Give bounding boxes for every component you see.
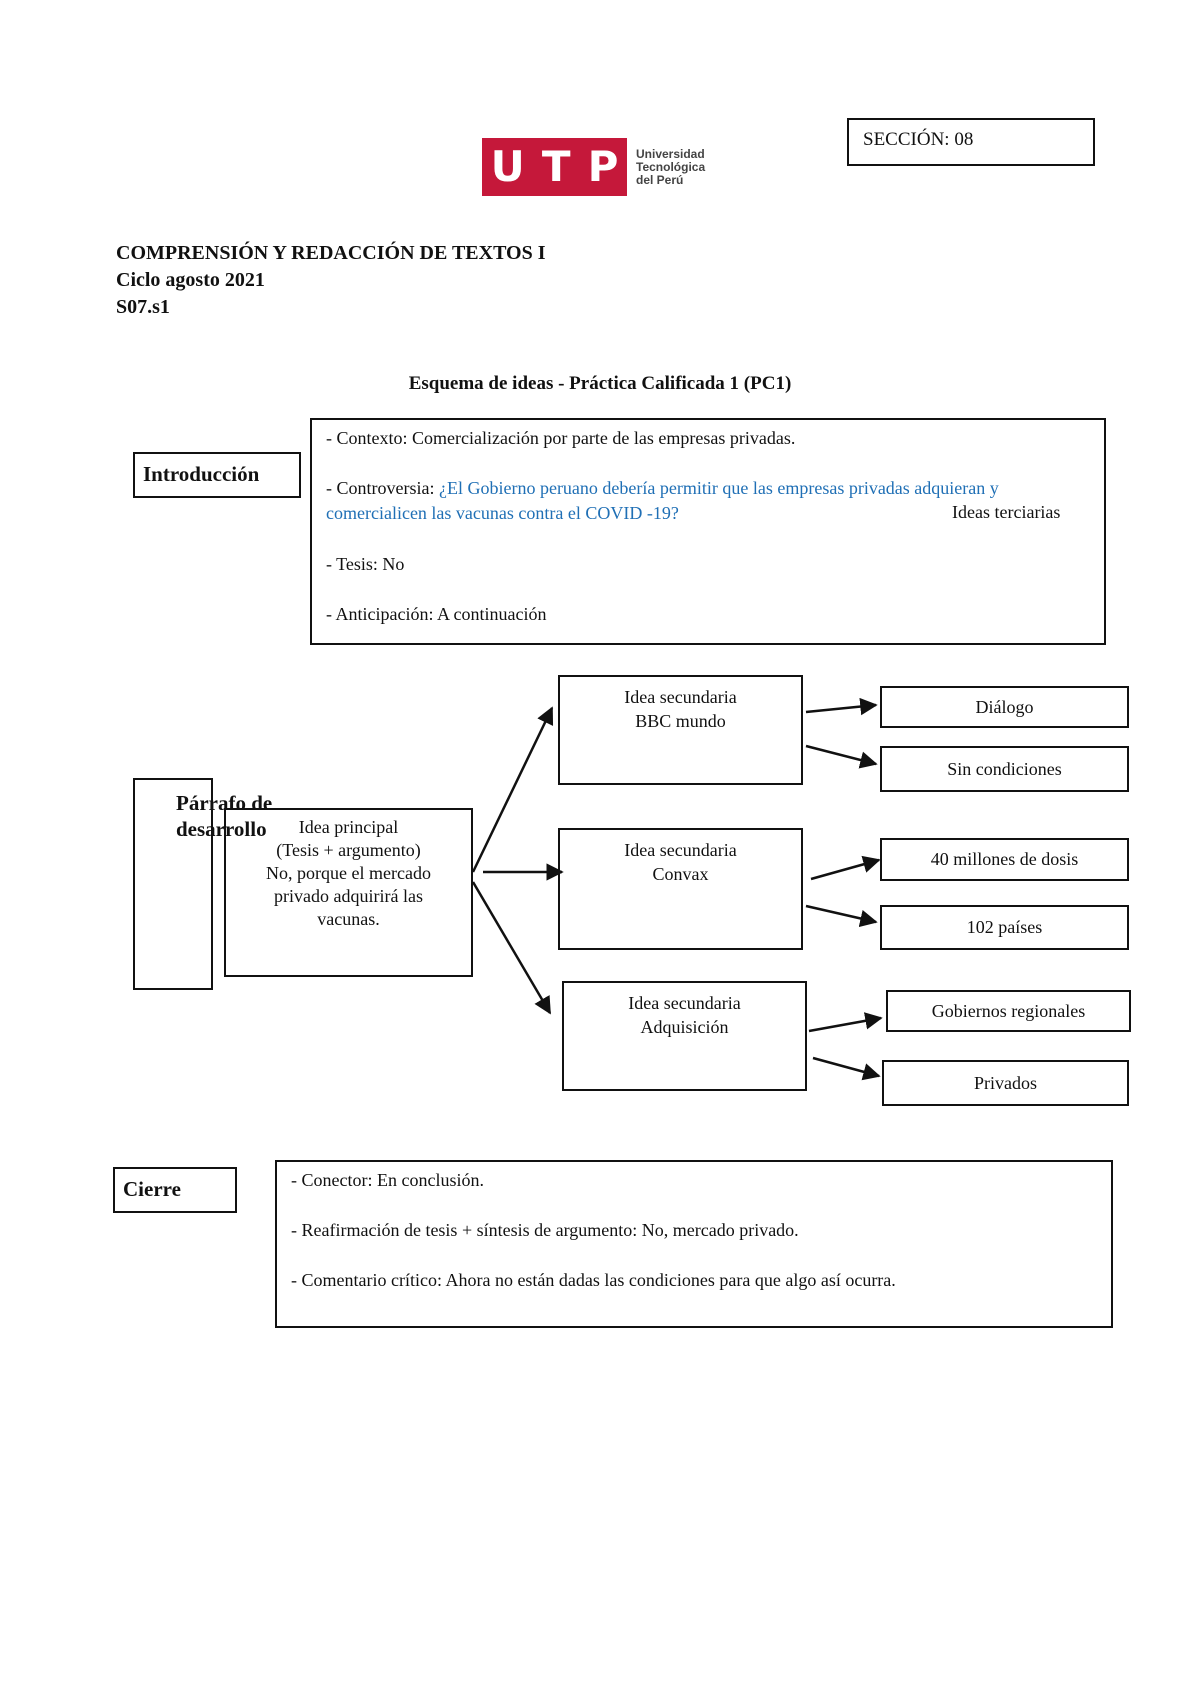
page-title: Esquema de ideas - Práctica Calificada 1… xyxy=(408,373,792,394)
secondary-idea-box: Idea secundaria Convax xyxy=(558,828,803,950)
secondary-idea-name: Adquisición xyxy=(640,1017,729,1037)
secondary-idea-box: Idea secundaria Adquisición xyxy=(562,981,807,1091)
arrow xyxy=(471,881,552,1015)
arrow xyxy=(471,706,554,873)
intro-label: Introducción xyxy=(143,462,260,486)
arrow xyxy=(805,744,878,769)
closing-critical: - Comentario crítico: Ahora no están dad… xyxy=(291,1270,896,1291)
tertiary-idea-label: 102 países xyxy=(966,917,1043,937)
secondary-idea-title: Idea secundaria xyxy=(624,687,737,707)
arrow xyxy=(808,1012,883,1033)
logo-letter-p: P xyxy=(587,142,619,191)
logo-wordmark: Universidad Tecnológica del Perú xyxy=(636,148,705,187)
main-idea-subtitle: (Tesis + argumento) xyxy=(276,840,421,860)
controversy-question: ¿El Gobierno peruano debería permitir qu… xyxy=(326,478,999,524)
intro-controversy: - Controversia: ¿El Gobierno peruano deb… xyxy=(326,476,1090,526)
tertiary-idea-label: 40 millones de dosis xyxy=(930,849,1079,869)
logo-mark: U T P xyxy=(482,138,627,196)
logo-letter-u: U xyxy=(490,142,525,191)
logo-text-line: del Perú xyxy=(636,173,684,187)
development-label: Párrafo de desarrollo xyxy=(176,791,273,841)
closing-label-box: Cierre xyxy=(113,1167,237,1213)
arrow xyxy=(805,697,878,716)
session-code: S07.s1 xyxy=(116,296,170,318)
intro-anticipation: - Anticipación: A continuación xyxy=(326,603,547,624)
main-idea-text: No, porque el mercado privado adquirirá … xyxy=(266,863,431,929)
logo-text-line: Tecnológica xyxy=(636,160,706,174)
tertiary-idea-box: Diálogo xyxy=(880,686,1129,728)
secondary-idea-box: Idea secundaria BBC mundo xyxy=(558,675,803,785)
secondary-idea-title: Idea secundaria xyxy=(628,993,741,1013)
tertiary-idea-box: Sin condiciones xyxy=(880,746,1129,792)
tertiary-idea-box: Privados xyxy=(882,1060,1129,1106)
arrow xyxy=(810,855,881,881)
arrow xyxy=(812,1056,881,1081)
closing-reaffirmation: - Reafirmación de tesis + síntesis de ar… xyxy=(291,1220,799,1241)
controversy-prefix: - Controversia: xyxy=(326,478,439,499)
section-label: SECCIÓN: 08 xyxy=(863,129,974,150)
tertiary-ideas-note: Ideas terciarias xyxy=(952,500,1061,526)
main-idea-box: Idea principal (Tesis + argumento) No, p… xyxy=(224,808,473,977)
main-idea-title: Idea principal xyxy=(298,817,399,837)
tertiary-idea-label: Gobiernos regionales xyxy=(931,1000,1086,1021)
intro-content-box: - Contexto: Comercialización por parte d… xyxy=(310,418,1106,645)
closing-connector: - Conector: En conclusión. xyxy=(291,1170,484,1190)
closing-content-box: - Conector: En conclusión. - Reafirmació… xyxy=(275,1160,1113,1328)
secondary-idea-title: Idea secundaria xyxy=(624,840,737,860)
tertiary-idea-label: Privados xyxy=(974,1072,1037,1093)
course-cycle: Ciclo agosto 2021 xyxy=(116,269,265,291)
utp-logo: U T P Universidad Tecnológica del Perú xyxy=(482,138,706,198)
secondary-idea-name: BBC mundo xyxy=(635,711,726,731)
tertiary-idea-label: Diálogo xyxy=(975,696,1034,717)
arrow xyxy=(805,904,878,928)
logo-letter-t: T xyxy=(541,142,571,191)
development-label-box xyxy=(133,778,213,990)
intro-context: - Contexto: Comercialización por parte d… xyxy=(326,428,796,448)
section-box: SECCIÓN: 08 xyxy=(847,118,1095,166)
intro-thesis: - Tesis: No xyxy=(326,553,405,574)
intro-label-box: Introducción xyxy=(133,452,301,498)
secondary-idea-name: Convax xyxy=(652,864,709,884)
course-title: COMPRENSIÓN Y REDACCIÓN DE TEXTOS I xyxy=(116,242,546,264)
tertiary-idea-box: 102 países xyxy=(880,905,1129,950)
tertiary-idea-box: 40 millones de dosis xyxy=(880,838,1129,881)
logo-text-line: Universidad xyxy=(636,147,705,161)
closing-label: Cierre xyxy=(123,1177,181,1201)
tertiary-idea-box: Gobiernos regionales xyxy=(886,990,1131,1032)
tertiary-idea-label: Sin condiciones xyxy=(947,758,1062,779)
